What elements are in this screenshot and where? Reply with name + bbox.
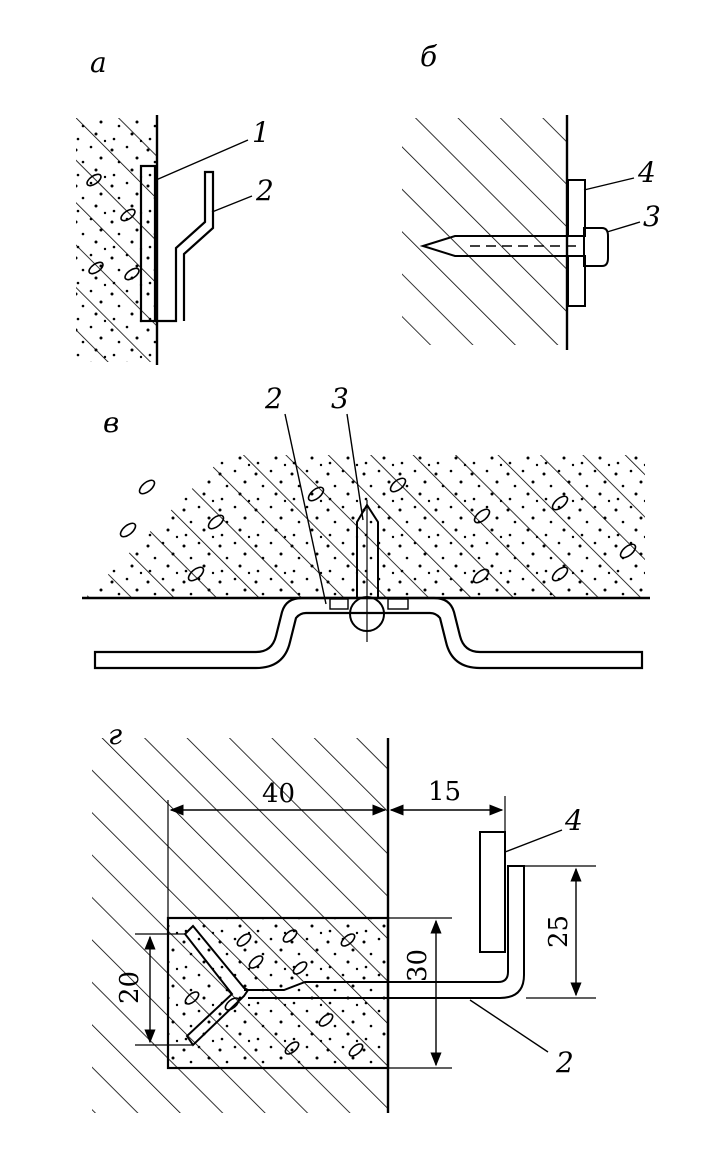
mortar-aggregate bbox=[184, 929, 364, 1057]
callout-2: 2 bbox=[555, 1046, 574, 1079]
anchor-fork bbox=[183, 924, 250, 1047]
panel-b: б 4 3 bbox=[402, 40, 661, 350]
panel-v-letter: в bbox=[103, 406, 119, 439]
leader-3 bbox=[346, 413, 364, 521]
callout-3: 3 bbox=[331, 382, 349, 415]
panel-b-wall-section bbox=[402, 118, 568, 345]
leader-4 bbox=[504, 829, 563, 853]
callout-2: 2 bbox=[264, 382, 283, 415]
hook-2 bbox=[155, 170, 215, 323]
callout-3: 3 bbox=[643, 200, 661, 233]
leader-2 bbox=[284, 413, 327, 605]
dim-40: 40 bbox=[262, 779, 295, 809]
panel-g: г 40 15 bbox=[92, 718, 596, 1113]
shim-left bbox=[329, 598, 349, 610]
leader-4 bbox=[583, 177, 635, 191]
strip-2 bbox=[93, 596, 644, 670]
panel-a: а 1 2 bbox=[76, 46, 274, 365]
panel-a-letter: а bbox=[90, 46, 107, 79]
callout-4: 4 bbox=[637, 156, 656, 189]
anchor-strip-2 bbox=[244, 865, 525, 999]
dim-20: 20 bbox=[115, 971, 145, 1004]
panel-v: в 2 3 bbox=[82, 382, 650, 670]
pad-4-lower bbox=[567, 255, 586, 307]
dim-30: 30 bbox=[403, 949, 433, 982]
plate-1 bbox=[139, 164, 157, 323]
leader-1 bbox=[155, 139, 249, 181]
callout-4: 4 bbox=[564, 804, 583, 837]
pad-4-upper bbox=[567, 179, 586, 237]
leader-2 bbox=[469, 999, 549, 1053]
plank-4 bbox=[479, 831, 506, 953]
panel-b-letter: б bbox=[420, 40, 438, 73]
leader-2 bbox=[211, 195, 253, 213]
dim-25: 25 bbox=[544, 915, 574, 948]
dowel-3-head bbox=[583, 227, 609, 267]
leader-3 bbox=[606, 221, 641, 233]
callout-2: 2 bbox=[255, 174, 274, 207]
dim-15: 15 bbox=[428, 777, 461, 807]
panel-v-ceiling-section bbox=[85, 455, 645, 598]
shim-right bbox=[387, 598, 409, 610]
panel-a-wall-section bbox=[76, 118, 157, 362]
callout-1: 1 bbox=[252, 116, 270, 149]
